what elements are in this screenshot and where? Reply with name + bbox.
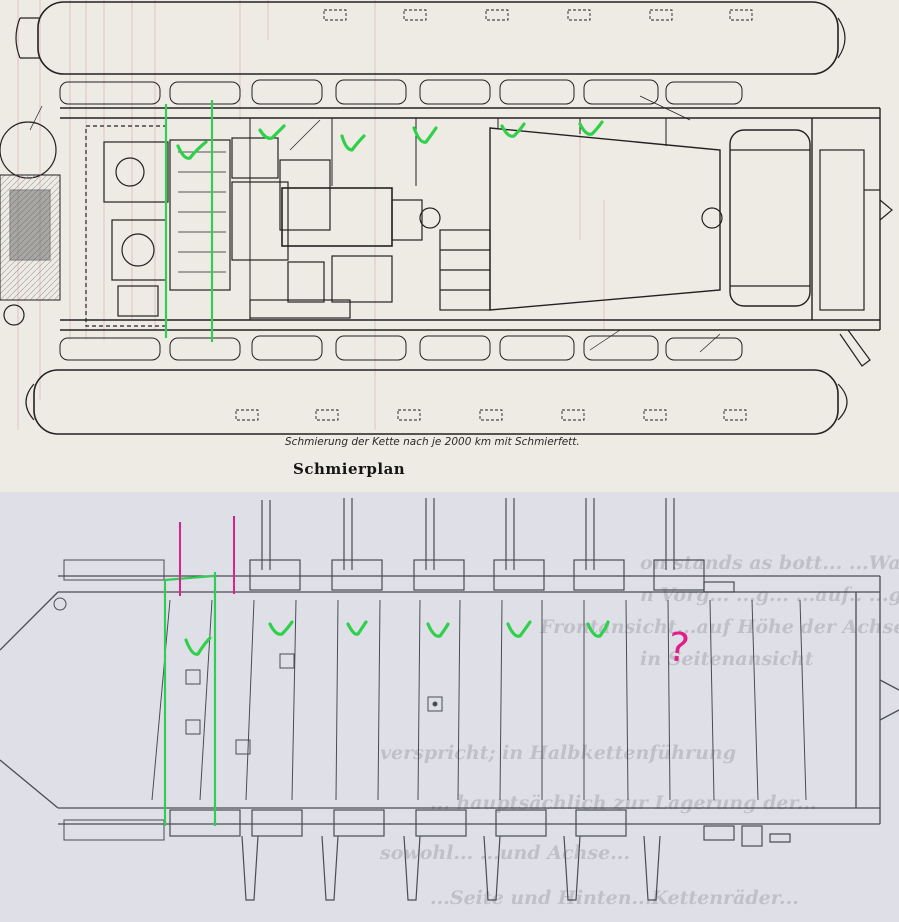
check-mark: [340, 134, 366, 152]
check-mark: [176, 140, 208, 160]
green-marker-lines: [163, 100, 217, 826]
check-mark: [426, 622, 450, 638]
check-mark: [184, 636, 212, 656]
upper-suspension-arms: [249, 498, 735, 593]
background-text-line: Frontansicht...auf Höhe der Achse o...: [540, 616, 899, 638]
check-mark: [268, 620, 294, 636]
plan-title: Schmierplan: [293, 460, 406, 478]
frame-rails: [60, 107, 881, 331]
lower-road-wheels: [59, 335, 743, 361]
upper-track: [15, 1, 846, 75]
leader-lines: [29, 95, 721, 353]
check-mark: [578, 120, 604, 136]
check-mark: [258, 124, 286, 140]
lower-track: [25, 369, 848, 435]
background-text-line: n Vorg... ...g... ...auf.. ...genpl. ...…: [640, 584, 899, 606]
construction-lines: [17, 0, 605, 430]
background-text-line: sowohl... ...und Achse...: [380, 842, 631, 864]
background-text-line: ...Seite und Hinten...Kettenräder...: [430, 887, 799, 909]
check-mark: [346, 620, 368, 636]
question-mark-annotation: ?: [665, 624, 692, 672]
green-check-marks: [176, 120, 610, 656]
engine-block: [169, 137, 441, 319]
front-sprocket-assembly: [0, 121, 169, 327]
underside-panels: [151, 599, 807, 801]
underside-view-drawing: on stands as bott... ...Wagen... ...til …: [0, 492, 899, 922]
background-text-line: verspricht; in Halbkettenführung: [380, 742, 736, 764]
underside-access-plates: [185, 653, 443, 755]
lower-drawing: [0, 498, 899, 901]
lower-suspension-arms: [169, 809, 791, 901]
upper-drawing: [0, 0, 893, 435]
cargo-body: [439, 127, 723, 311]
magenta-marker-lines: [179, 516, 235, 596]
check-mark: [506, 620, 532, 638]
underside-frame: [0, 575, 899, 825]
background-text-line: on stands as bott... ...Wagen... ...til: [640, 552, 899, 574]
upper-road-wheels: [59, 79, 743, 105]
drawing-caption: Schmierung der Kette nach je 2000 km mit…: [285, 436, 580, 448]
fuel-tank: [729, 129, 893, 367]
check-mark: [412, 126, 438, 144]
check-mark: [586, 620, 610, 638]
background-text-line: in Seitenansicht: [640, 648, 814, 670]
underside-rear-detail: [53, 559, 165, 841]
check-mark: [500, 122, 526, 138]
